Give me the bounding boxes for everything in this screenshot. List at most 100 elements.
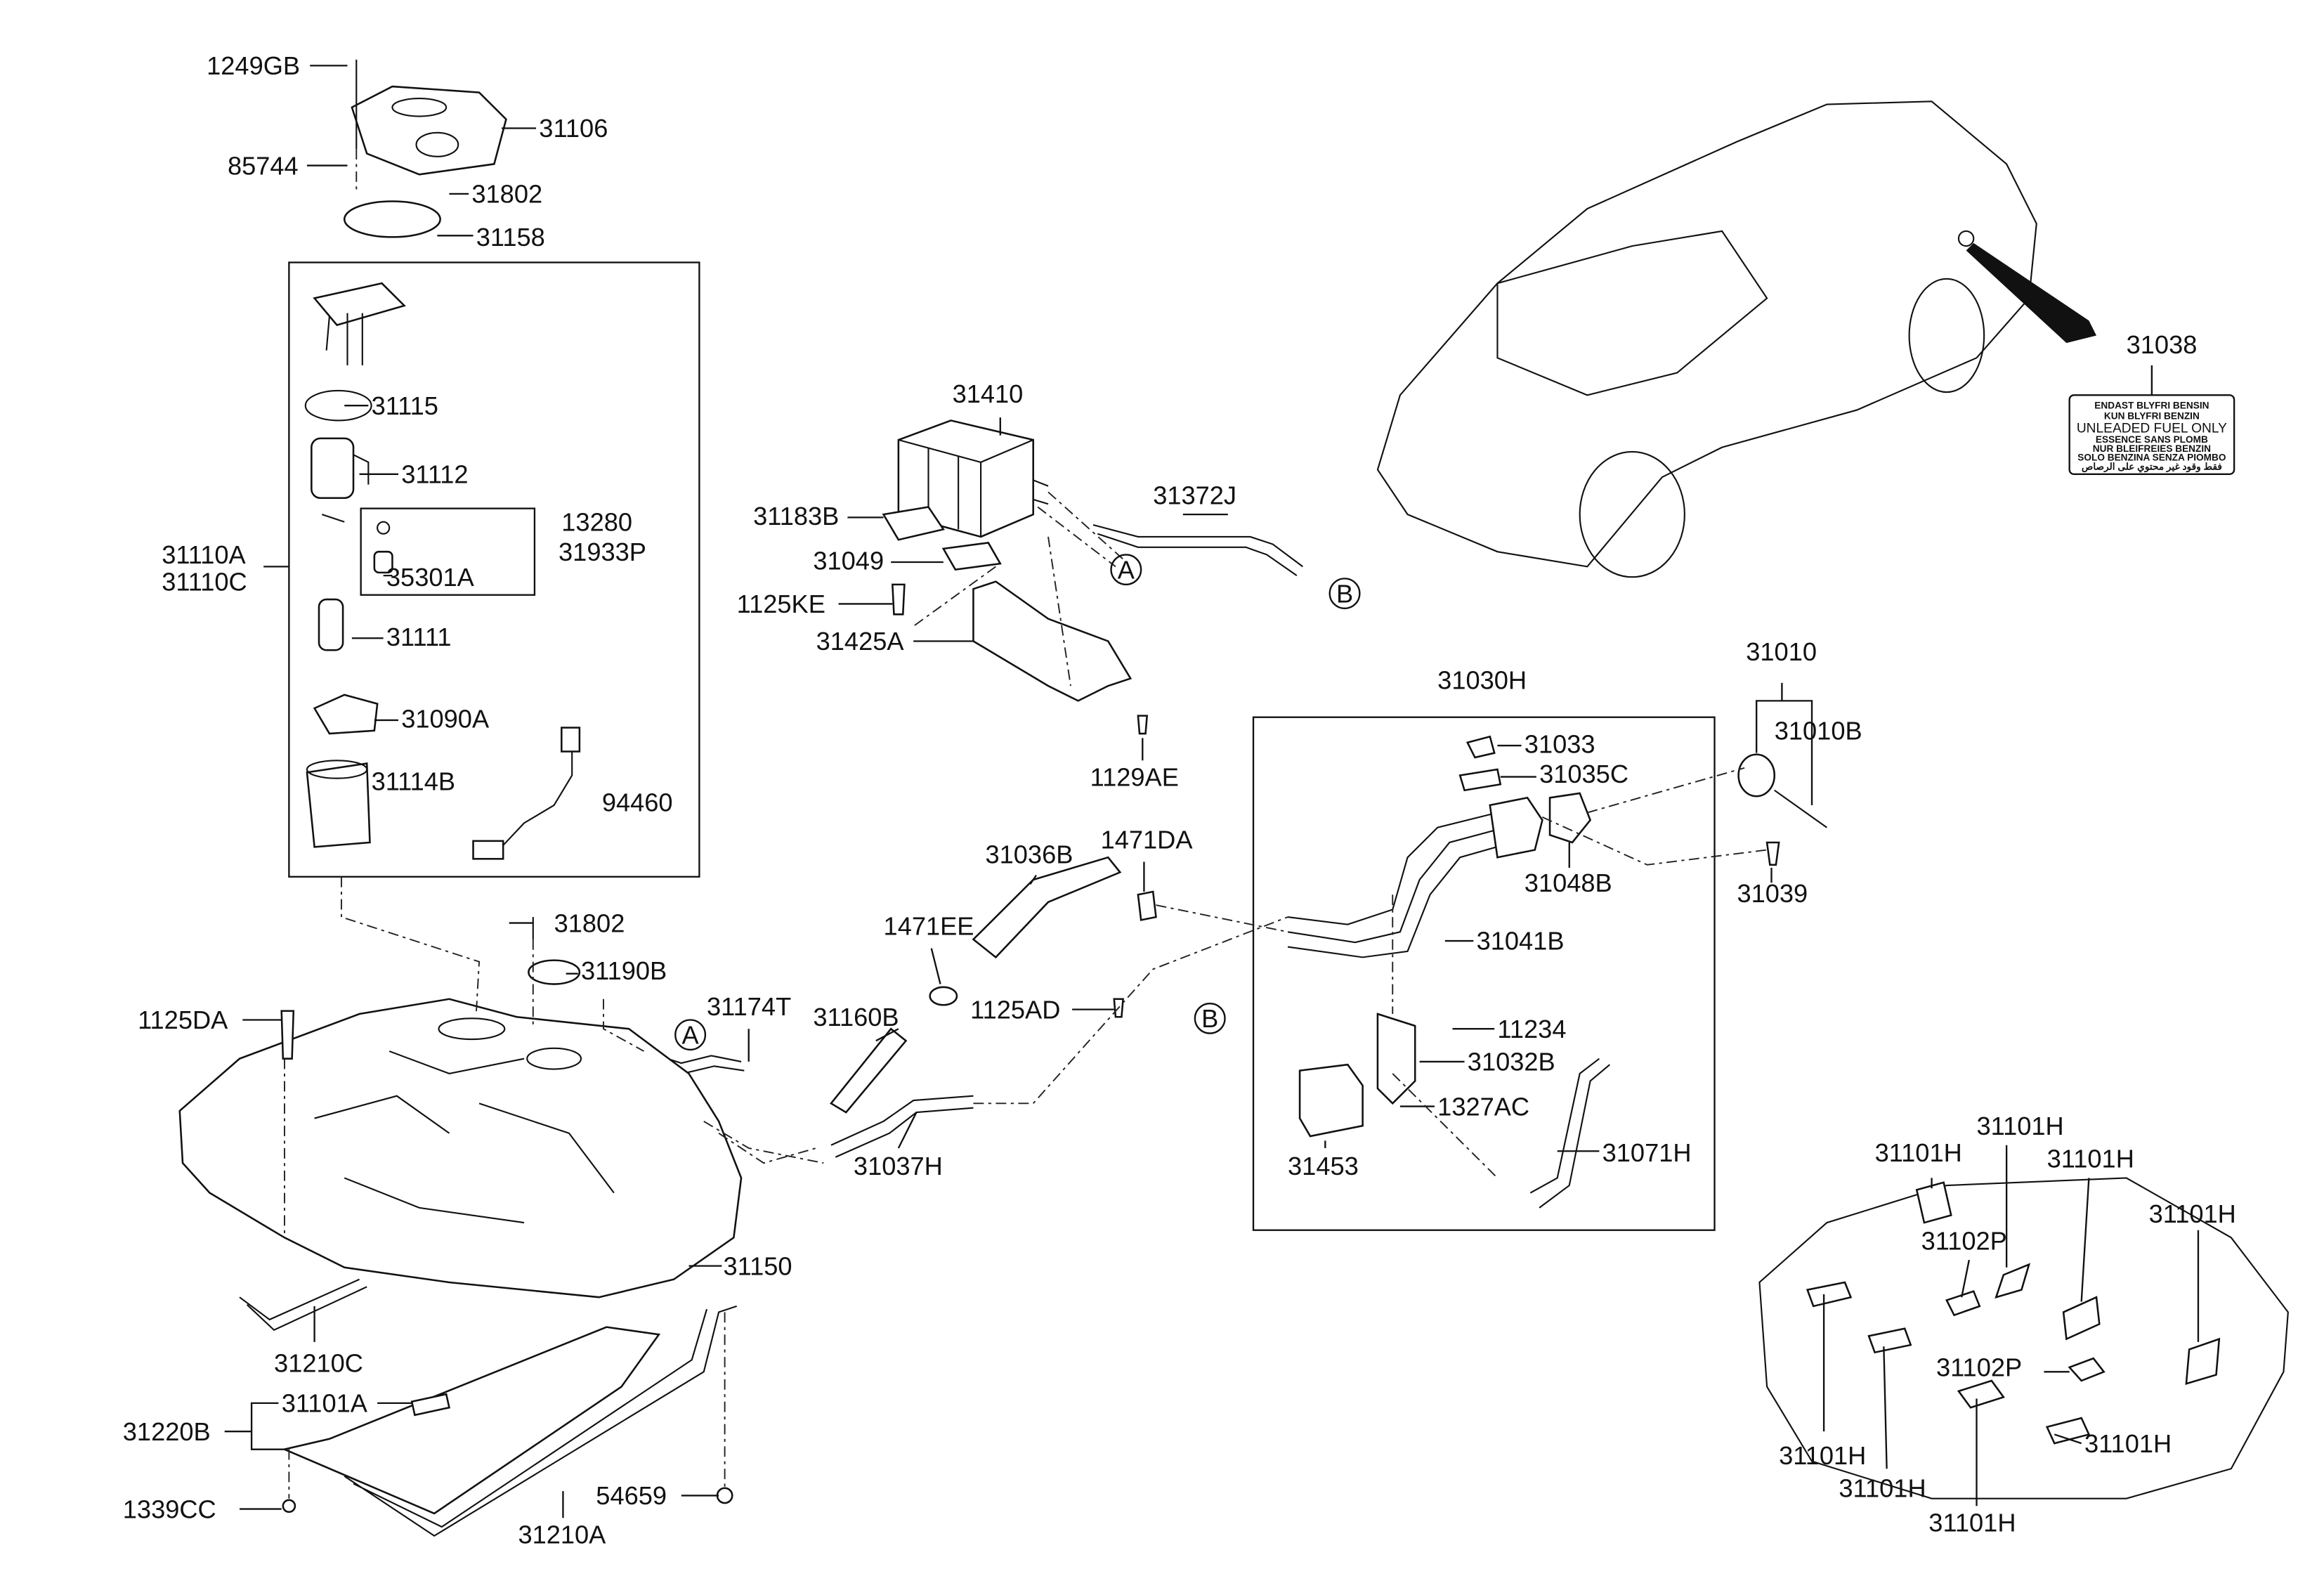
part-label: 31101H xyxy=(2084,1429,2172,1458)
fuel-level-sender xyxy=(472,727,581,860)
part-label: 31102P xyxy=(1921,1226,2007,1255)
part-label: 31110C xyxy=(162,567,247,596)
part-label: 31933P xyxy=(559,538,646,566)
part-label: 1471DA xyxy=(1101,826,1194,854)
bracket-31032b xyxy=(1376,1013,1416,1105)
part-label: 31048B xyxy=(1525,868,1612,897)
part-label: 31106 xyxy=(539,114,608,143)
pump-flange xyxy=(313,282,406,365)
part-label: 31101H xyxy=(1839,1474,1926,1503)
part-label: 94460 xyxy=(602,788,673,816)
fuel-tank-31150 xyxy=(178,998,743,1299)
part-label: 31220B xyxy=(123,1417,211,1446)
part-label: 1327AC xyxy=(1437,1092,1529,1121)
sender-kit-box xyxy=(360,507,536,596)
part-label: 31101H xyxy=(1875,1138,1962,1167)
filler-hose-31036b xyxy=(972,856,1122,959)
connector-a-bottom: A xyxy=(674,1019,707,1051)
canister-pad-31049 xyxy=(941,542,1002,571)
connector-a-label: A xyxy=(682,1021,700,1050)
part-label: 31111 xyxy=(386,623,452,651)
connector-b-bottom: B xyxy=(1194,1002,1226,1034)
part-label: 31101H xyxy=(1977,1112,2064,1140)
reservoir-cup xyxy=(306,760,371,848)
sticker-line: UNLEADED FUEL ONLY xyxy=(2077,421,2227,436)
filler-gasket-31048b xyxy=(1548,792,1592,844)
part-label: 31110A xyxy=(162,540,246,569)
bolt-1125da xyxy=(280,1010,295,1060)
part-label: 31071H xyxy=(1602,1138,1692,1167)
vent-hose-31071h xyxy=(1529,1057,1610,1209)
fuel-label-sticker-31038: ENDAST BLYFRI BENSIN KUN BLYFRI BENZIN U… xyxy=(2068,365,2235,475)
part-label: 31102P xyxy=(1936,1353,2022,1382)
part-label: 31036B xyxy=(985,840,1073,869)
clamp-1471ee xyxy=(929,986,958,1006)
sticker-line: KUN BLYFRI BENZIN xyxy=(2104,410,2200,421)
canister-bracket xyxy=(972,580,1132,702)
connector-b-top: B xyxy=(1329,578,1361,609)
pump-mount-31190b xyxy=(528,917,581,985)
sticker-line: SOLO BENZINA SENZA PIOMBO xyxy=(2077,453,2226,463)
part-label: 31010B xyxy=(1775,717,1862,746)
part-label: 31183B xyxy=(753,502,839,531)
part-label: 13280 xyxy=(561,508,632,537)
part-label: 31453 xyxy=(1288,1152,1359,1180)
sticker-line: ENDAST BLYFRI BENSIN xyxy=(2094,400,2209,410)
pump-cover-plate xyxy=(351,59,507,176)
part-label: 1339CC xyxy=(123,1495,216,1523)
part-label: 85744 xyxy=(228,151,299,180)
connector-a-top: A xyxy=(1110,554,1142,586)
screw-31039 xyxy=(1765,841,1780,866)
vent-valve-31033 xyxy=(1465,735,1496,759)
leader-lines xyxy=(224,65,2200,1518)
part-label: 31033 xyxy=(1525,730,1595,759)
vehicle-illustration xyxy=(1376,100,2037,578)
connector-b-label: B xyxy=(1201,1004,1218,1033)
part-label: 31010 xyxy=(1746,637,1817,666)
fuel-door-callout xyxy=(1966,242,2097,344)
bolt-1125ke xyxy=(891,583,906,616)
part-label: 31035C xyxy=(1539,760,1628,788)
part-label: 31101H xyxy=(2047,1145,2134,1173)
skid-plate-31220b xyxy=(281,1326,661,1515)
o-ring xyxy=(304,389,372,422)
label-31101a xyxy=(410,1393,450,1417)
part-label: 31114B xyxy=(372,767,456,796)
fuel-pump-motor xyxy=(318,598,344,651)
nut-1339cc xyxy=(282,1499,296,1514)
canister-pad-31183b xyxy=(882,506,945,541)
part-label: 31802 xyxy=(471,180,542,209)
hose-31037h xyxy=(830,1095,974,1158)
part-label: 31041B xyxy=(1477,927,1565,956)
vent-valve-31035c xyxy=(1458,768,1502,792)
part-label: 54659 xyxy=(596,1481,667,1510)
part-label: 31802 xyxy=(554,909,625,937)
part-label: 31410 xyxy=(953,379,1024,408)
part-label: 31158 xyxy=(476,223,545,252)
part-label: 31101H xyxy=(2149,1199,2236,1228)
part-label: 1125DA xyxy=(138,1005,228,1034)
part-label: 31115 xyxy=(372,391,438,420)
strap-31210a xyxy=(344,1305,738,1537)
dashed-assembly-lines xyxy=(284,149,1768,1499)
part-label: 31030H xyxy=(1437,665,1527,694)
part-label: 31101A xyxy=(282,1389,368,1418)
part-label: 1125KE xyxy=(737,590,825,618)
part-label: 31174T xyxy=(707,992,791,1021)
part-label: 31372J xyxy=(1153,481,1236,509)
part-label: 1249GB xyxy=(207,51,300,80)
sticker-line: NUR BLEIFREIES BENZIN xyxy=(2093,443,2211,454)
hose-31160b xyxy=(830,1027,908,1114)
filler-neck-pipe xyxy=(1287,796,1543,958)
part-label: 35301A xyxy=(386,563,475,592)
strainer xyxy=(313,694,379,735)
part-label: 31101H xyxy=(1779,1441,1866,1470)
connector-a-label: A xyxy=(1118,555,1135,584)
part-label: 31210A xyxy=(518,1520,606,1549)
nut-54659 xyxy=(716,1487,733,1504)
part-label: 31112 xyxy=(401,460,468,489)
fuel-pump-assembly-box xyxy=(288,261,700,878)
part-label: 1471EE xyxy=(884,912,974,941)
fuel-tank-label-locations xyxy=(1758,1177,2289,1499)
